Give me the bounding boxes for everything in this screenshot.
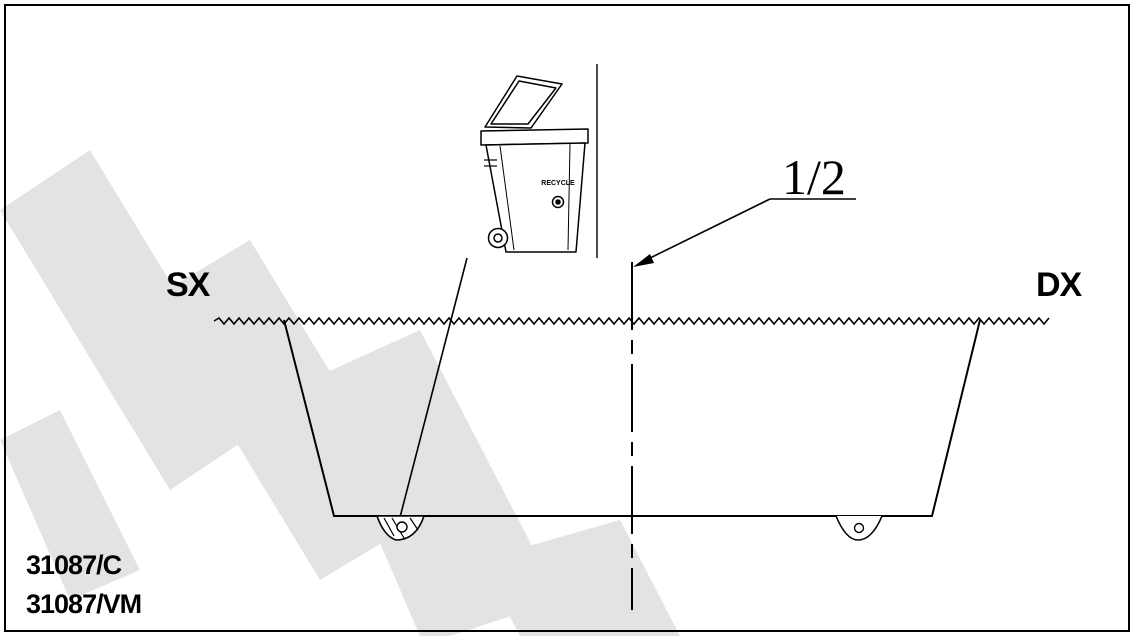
left-foot xyxy=(375,515,426,541)
right-side-label: DX xyxy=(1036,266,1082,304)
watermark-stripe xyxy=(480,520,680,636)
right-foot xyxy=(835,515,883,541)
watermark-stripe xyxy=(0,410,140,600)
left-side-label: SX xyxy=(166,266,210,304)
wheelie-bin-icon: RECYCLE xyxy=(480,75,589,253)
part-codes: 31087/C 31087/VM xyxy=(26,546,142,624)
bin-insertion-line xyxy=(397,257,468,526)
part-code: 31087/C xyxy=(26,550,122,580)
drawing-frame xyxy=(4,4,1130,632)
part-code: 31087/VM xyxy=(26,589,142,619)
bin-label: RECYCLE xyxy=(541,180,575,187)
leader-arrow xyxy=(633,198,856,267)
fraction-label: 1/2 xyxy=(782,149,846,205)
watermark xyxy=(0,150,680,636)
watermark-stripe xyxy=(0,150,260,490)
watermark-stripe xyxy=(150,240,420,580)
